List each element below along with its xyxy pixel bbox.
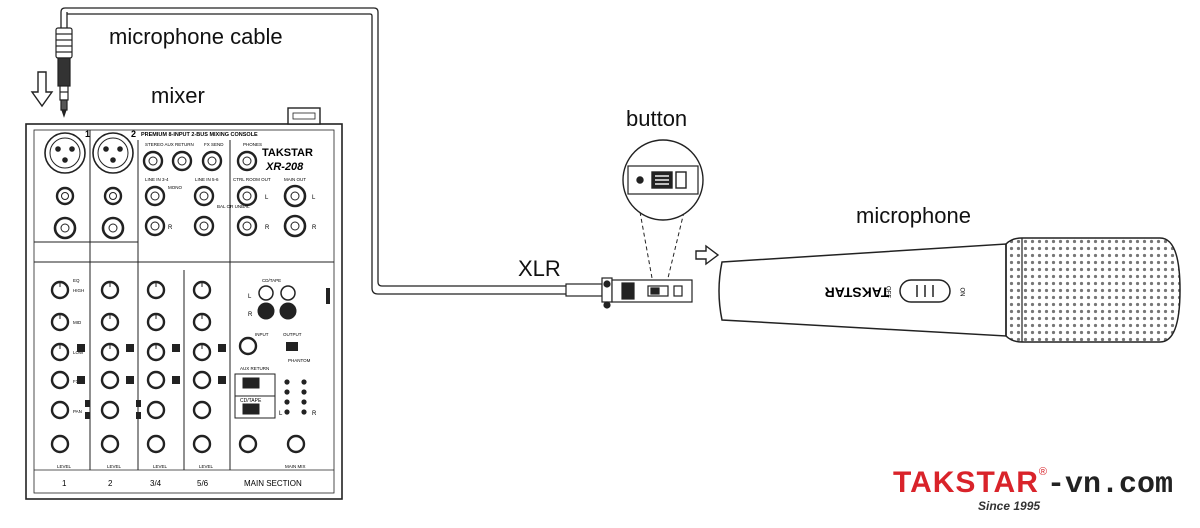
label-level-2: LEVEL bbox=[107, 464, 122, 469]
switch-on-label: ON bbox=[958, 288, 964, 297]
top-jacks bbox=[142, 150, 258, 172]
label-mono: MONO bbox=[168, 185, 182, 190]
rca-jacks bbox=[257, 285, 297, 320]
main-section-panel bbox=[234, 373, 276, 419]
arrow-down-icon bbox=[30, 71, 54, 108]
output-switch bbox=[286, 342, 298, 351]
xlr-input-1 bbox=[44, 132, 86, 174]
label-fx-send: FX SEND bbox=[204, 142, 224, 147]
footer-ch-56: 5/6 bbox=[197, 479, 209, 488]
meter-leds bbox=[284, 379, 307, 415]
brand-name: TAKSTAR bbox=[893, 466, 1039, 499]
label-level-3: LEVEL bbox=[153, 464, 168, 469]
label-level-1: LEVEL bbox=[57, 464, 72, 469]
label-level-4: LEVEL bbox=[199, 464, 214, 469]
mixer-brand: TAKSTAR bbox=[262, 147, 313, 159]
label-high: HIGH bbox=[73, 288, 84, 293]
label-eq: EQ bbox=[73, 278, 80, 283]
label-bal-unbal: BAL OR UNBAL bbox=[217, 204, 250, 209]
footer-ch-2: 2 bbox=[108, 479, 113, 488]
label-cd-tape-top: CD/TAPE bbox=[262, 278, 281, 283]
label-l-main: L bbox=[312, 195, 316, 201]
label-r-main: R bbox=[312, 225, 317, 231]
label-button: button bbox=[626, 106, 688, 131]
label-line-in-3-4: LINE IN 3-4 bbox=[145, 177, 169, 182]
arrow-right-icon bbox=[695, 244, 720, 266]
channel-knobs bbox=[50, 280, 306, 454]
jack-plug bbox=[55, 27, 73, 118]
label-phones: PHONES bbox=[243, 142, 262, 147]
label-line-in-5-6: LINE IN 5-6 bbox=[195, 177, 219, 182]
label-output: OUTPUT bbox=[283, 332, 302, 337]
brand-domain: -vn.com bbox=[1046, 468, 1174, 502]
mixer-model: XR-208 bbox=[265, 161, 304, 173]
label-xlr: XLR bbox=[518, 256, 561, 281]
label-pan: PAN bbox=[73, 409, 82, 414]
label-r-meter: R bbox=[312, 411, 317, 417]
xlr-input-2 bbox=[92, 132, 134, 174]
brand-since: Since 1995 bbox=[978, 499, 1041, 513]
microphone-brand: TAKSTAR bbox=[825, 284, 890, 300]
label-l-ctrl: L bbox=[265, 195, 269, 201]
label-microphone: microphone bbox=[856, 203, 971, 228]
label-microphone-cable: microphone cable bbox=[109, 24, 283, 49]
label-l-rca: L bbox=[248, 294, 252, 300]
label-fx: FX bbox=[73, 379, 79, 384]
microphone bbox=[718, 237, 1181, 343]
label-input: INPUT bbox=[255, 332, 269, 337]
label-mixer: mixer bbox=[151, 83, 205, 108]
label-l-meter: L bbox=[279, 411, 283, 417]
label-phantom: PHANTOM bbox=[288, 358, 311, 363]
footer-main-section: MAIN SECTION bbox=[244, 479, 302, 488]
label-low: LOW bbox=[73, 350, 84, 355]
label-stereo-aux-return: STEREO AUX RETURN bbox=[145, 142, 194, 147]
label-main-out: MAIN OUT bbox=[284, 177, 306, 182]
footer-ch-34: 3/4 bbox=[150, 479, 162, 488]
channel-number-1: 1 bbox=[85, 129, 90, 139]
label-mid: MID bbox=[73, 320, 82, 325]
mixer: PREMIUM 8-INPUT 2-BUS MIXING CONSOLE TAK… bbox=[25, 107, 343, 500]
knob-pointers bbox=[59, 282, 203, 349]
switch-off-label: OFF bbox=[884, 286, 890, 298]
footer-ch-1: 1 bbox=[62, 479, 67, 488]
zoom-lines bbox=[639, 211, 685, 279]
label-aux-return: AUX RETURN bbox=[240, 366, 269, 371]
xlr-connector bbox=[565, 277, 693, 309]
channel-number-2: 2 bbox=[131, 129, 136, 139]
channel-buttons bbox=[77, 288, 330, 419]
line-jacks bbox=[53, 184, 307, 240]
label-ctrl-room-out: CTRL ROOM OUT bbox=[233, 177, 271, 182]
mixer-header-title: PREMIUM 8-INPUT 2-BUS MIXING CONSOLE bbox=[141, 132, 258, 138]
button-zoom bbox=[622, 139, 704, 221]
label-main-mix: MAIN MIX bbox=[285, 464, 306, 469]
label-r-rca: R bbox=[248, 312, 253, 318]
brand-reg-mark: ® bbox=[1038, 466, 1047, 478]
brand-logo: TAKSTAR®-vn.com bbox=[893, 466, 1173, 502]
label-r-ctrl: R bbox=[265, 225, 270, 231]
label-cd-tape-panel: CD/TAPE bbox=[240, 398, 262, 404]
label-r-line34: R bbox=[168, 225, 173, 231]
